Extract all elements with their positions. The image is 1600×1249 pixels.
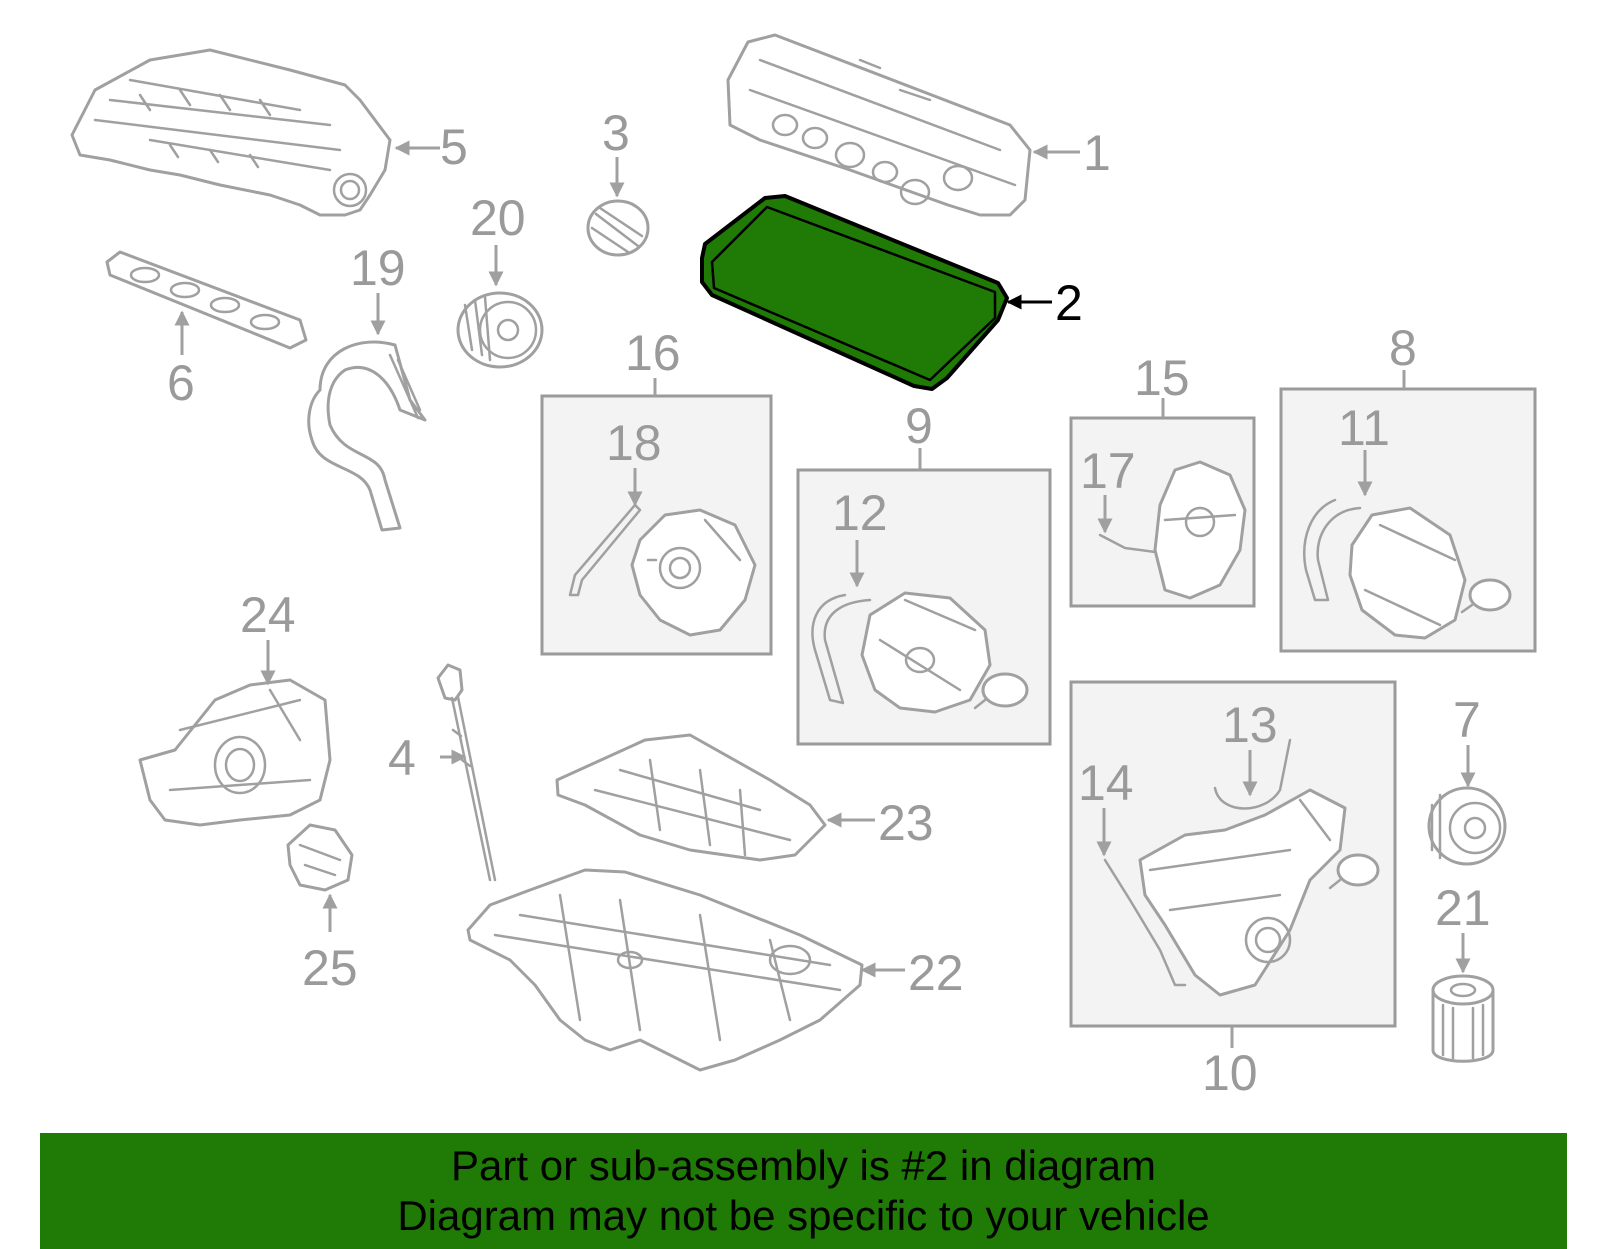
label-4: 4 [388,730,416,786]
label-16: 16 [625,325,681,381]
part-18-seal[interactable] [568,503,642,597]
label-25: 25 [302,940,358,996]
label-13: 13 [1222,697,1278,753]
part-22-oil-pan[interactable] [466,868,864,1072]
part-5-intake-manifold[interactable] [70,48,392,217]
banner-line-2: Diagram may not be specific to your vehi… [397,1192,1210,1239]
part-8-timing-cover[interactable] [1348,506,1467,640]
part-12-seal[interactable] [811,593,872,705]
part-9-timing-cover[interactable] [860,591,992,714]
part-4-oil-dipstick[interactable] [436,663,497,882]
label-5: 5 [440,119,468,175]
label-9: 9 [905,398,933,454]
part-7-crankshaft-pulley[interactable] [1427,786,1507,866]
part-3-oil-filler-cap[interactable] [586,199,650,257]
label-24: 24 [240,587,296,643]
label-2: 2 [1055,275,1083,331]
part-17-seal[interactable] [1098,533,1157,554]
part-6-manifold-gasket[interactable] [105,250,308,350]
label-7: 7 [1453,692,1481,748]
label-17: 17 [1080,443,1136,499]
part-21-oil-filter[interactable] [1431,974,1495,1063]
label-1: 1 [1083,125,1111,181]
label-12: 12 [832,485,888,541]
part-11-seal[interactable] [1303,498,1362,602]
label-15: 15 [1134,350,1190,406]
part-9-grommet[interactable] [973,672,1029,710]
label-11: 11 [1338,400,1390,456]
label-14: 14 [1078,755,1134,811]
part-24-oil-pump[interactable] [138,678,332,827]
label-19: 19 [350,240,406,296]
part-16-timing-cover[interactable] [630,508,757,637]
label-22: 22 [908,945,964,1001]
part-10-grommet[interactable] [1328,853,1380,890]
part-15-timing-cover[interactable] [1153,460,1247,600]
part-13-seal[interactable] [1213,738,1292,810]
info-banner: Part or sub-assembly is #2 in diagram Di… [40,1133,1567,1249]
part-2-valve-cover-gasket[interactable] [700,194,1009,391]
label-8: 8 [1389,320,1417,376]
part-1-valve-cover[interactable] [726,33,1032,217]
part-10-timing-cover[interactable] [1138,788,1347,997]
banner-line-1: Part or sub-assembly is #2 in diagram [451,1142,1156,1189]
label-18: 18 [606,415,662,471]
part-20-camshaft-pulley[interactable] [456,291,544,369]
part-23-baffle-plate[interactable] [555,733,827,862]
part-25-oil-screen[interactable] [286,823,354,892]
part-8-grommet[interactable] [1460,578,1512,614]
part-19-timing-belt[interactable] [307,340,427,532]
label-21: 21 [1435,880,1491,936]
label-10: 10 [1202,1045,1258,1101]
part-14-seal[interactable] [1103,858,1187,987]
label-23: 23 [878,795,934,851]
label-6: 6 [167,355,195,411]
label-3: 3 [602,105,630,161]
label-20: 20 [470,190,526,246]
